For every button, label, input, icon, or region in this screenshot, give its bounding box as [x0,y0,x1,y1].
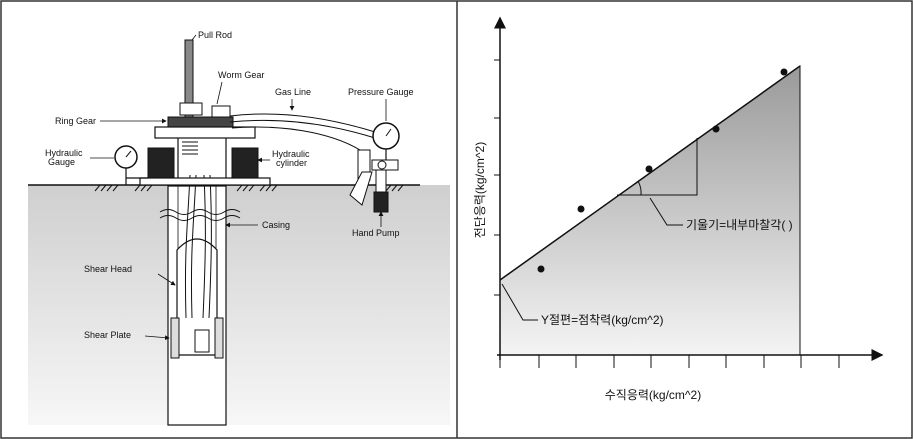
worm-gear [179,102,203,116]
shear-plate [170,317,180,359]
envelope-line [499,65,801,281]
slope-triangle [617,138,698,196]
y-axis-label: 전단응력(kg/cm^2) [473,142,487,238]
svg-text:cylinder: cylinder [276,158,307,168]
failure-envelope-diagram: 기울기=내부마찰각( ) Y절편=점착력(kg/cm^2) 수직응력(kg/cm… [473,16,884,402]
data-point [712,125,720,133]
label-pull-rod: Pull Rod [198,30,232,40]
casing-break [159,209,241,215]
label-gas-line: Gas Line [275,87,311,97]
slope-leader [649,197,683,226]
hydraulic-cylinder [147,147,175,179]
label-hand-pump: Hand Pump [352,228,400,238]
svg-text:Gauge: Gauge [48,157,75,167]
intercept-annotation: Y절편=점착력(kg/cm^2) [541,313,664,327]
shear-apparatus-diagram: Pull Rod Worm Gear Gas Line Pressure Gau… [28,30,450,426]
y-ticks [494,59,500,296]
envelope-area [499,65,801,356]
gas-line [229,113,376,133]
slope-annotation: 기울기=내부마찰각( ) [686,218,793,232]
x-ticks [499,355,840,368]
label-hydraulic-cylinder: Hydraulic [272,149,310,159]
label-shear-plate: Shear Plate [84,330,131,340]
x-axis-label: 수직응력(kg/cm^2) [605,388,701,402]
angle-arc [637,180,642,196]
label-pressure-gauge: Pressure Gauge [348,87,414,97]
top-plate [154,126,256,139]
label-worm-gear: Worm Gear [218,70,264,80]
data-point [780,68,788,76]
base-plate [139,177,271,186]
label-ring-gear: Ring Gear [55,116,96,126]
label-casing: Casing [262,220,290,230]
ground-block [28,185,450,425]
data-point [537,265,545,273]
ring-gear [167,116,234,128]
label-hydraulic-gauge: Hydraulic [45,148,83,158]
label-shear-head: Shear Head [84,264,132,274]
data-point [645,165,653,173]
data-point [577,205,585,213]
intercept-leader [501,283,538,321]
